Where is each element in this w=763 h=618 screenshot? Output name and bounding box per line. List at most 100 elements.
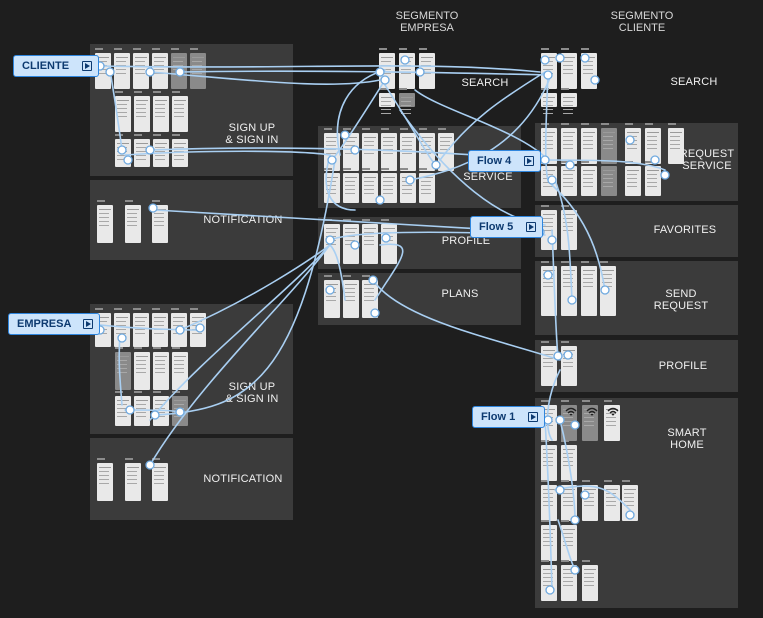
screen-frame[interactable] — [133, 53, 149, 89]
screen-frame[interactable] — [541, 53, 557, 89]
screen-frame[interactable] — [171, 53, 187, 89]
screen-frame[interactable] — [153, 139, 169, 167]
screen-frame[interactable] — [362, 133, 378, 171]
screen-frame[interactable] — [645, 128, 661, 164]
screen-frame[interactable] — [133, 313, 149, 347]
screen-frame[interactable] — [668, 128, 684, 164]
screen-frame[interactable] — [134, 352, 150, 390]
section-cliente-notification[interactable]: NOTIFICATION — [90, 180, 293, 260]
screen-frame[interactable] — [561, 266, 577, 316]
flow-start-cliente[interactable]: CLIENTE — [13, 55, 99, 77]
screen-frame[interactable] — [152, 313, 168, 347]
screen-frame[interactable] — [399, 93, 415, 115]
screen-frame[interactable] — [343, 224, 359, 264]
screen-frame[interactable] — [541, 445, 557, 481]
screen-frame[interactable] — [582, 485, 598, 521]
screen-frame[interactable] — [134, 96, 150, 132]
screen-frame[interactable] — [561, 93, 577, 115]
screen-frame[interactable] — [381, 173, 397, 203]
screen-frame[interactable] — [343, 173, 359, 203]
screen-frame[interactable] — [601, 166, 617, 196]
screen-frame[interactable] — [561, 565, 577, 601]
screen-frame[interactable] — [97, 205, 113, 243]
screen-frame[interactable] — [561, 128, 577, 164]
screen-frame[interactable] — [541, 346, 557, 386]
screen-frame[interactable] — [581, 166, 597, 196]
screen-frame[interactable] — [172, 139, 188, 167]
screen-frame[interactable] — [400, 173, 416, 203]
screen-frame[interactable] — [153, 96, 169, 132]
screen-frame[interactable] — [97, 463, 113, 501]
screen-frame[interactable] — [541, 266, 557, 316]
screen-frame[interactable] — [581, 128, 597, 164]
screen-frame[interactable] — [153, 396, 169, 426]
screen-frame[interactable] — [561, 346, 577, 386]
screen-frame[interactable] — [645, 166, 661, 196]
screen-frame[interactable] — [343, 133, 359, 171]
screen-frame[interactable] — [152, 53, 168, 89]
screen-frame[interactable] — [362, 224, 378, 264]
flow-start-empresa[interactable]: EMPRESA — [8, 313, 100, 335]
screen-frame[interactable] — [541, 210, 557, 250]
screen-frame[interactable] — [324, 133, 340, 171]
screen-frame[interactable] — [190, 313, 206, 347]
flow-start-flow4[interactable]: Flow 4 — [468, 150, 541, 172]
screen-frame[interactable] — [381, 133, 397, 171]
screen-frame[interactable] — [601, 128, 617, 164]
screen-frame[interactable] — [561, 53, 577, 89]
screen-frame[interactable] — [541, 485, 557, 521]
screen-frame[interactable] — [400, 133, 416, 171]
screen-frame[interactable] — [381, 224, 397, 264]
screen-frame[interactable] — [625, 128, 641, 164]
screen-frame[interactable] — [625, 166, 641, 196]
screen-frame[interactable] — [581, 266, 597, 316]
screen-frame[interactable] — [172, 396, 188, 426]
screen-frame[interactable] — [541, 93, 557, 115]
screen-frame[interactable] — [172, 352, 188, 390]
screen-frame[interactable] — [541, 166, 557, 196]
screen-frame[interactable] — [604, 405, 620, 441]
screen-frame[interactable] — [561, 445, 577, 481]
screen-frame[interactable] — [134, 396, 150, 426]
screen-frame[interactable] — [115, 139, 131, 167]
screen-frame[interactable] — [561, 485, 577, 521]
screen-frame[interactable] — [582, 565, 598, 601]
screen-frame[interactable] — [115, 352, 131, 390]
screen-frame[interactable] — [362, 173, 378, 203]
flow-start-flow5[interactable]: Flow 5 — [470, 216, 543, 238]
screen-frame[interactable] — [324, 173, 340, 203]
screen-frame[interactable] — [114, 313, 130, 347]
screen-frame[interactable] — [604, 485, 620, 521]
screen-frame[interactable] — [541, 565, 557, 601]
flow-start-flow1[interactable]: Flow 1 — [472, 406, 545, 428]
screen-frame[interactable] — [622, 485, 638, 521]
screen-frame[interactable] — [419, 173, 435, 203]
screen-frame[interactable] — [134, 139, 150, 167]
screen-frame[interactable] — [561, 210, 577, 250]
screen-frame[interactable] — [362, 280, 378, 318]
screen-frame[interactable] — [172, 96, 188, 132]
screen-frame[interactable] — [561, 525, 577, 561]
screen-frame[interactable] — [152, 205, 168, 243]
screen-frame[interactable] — [379, 93, 395, 115]
screen-frame[interactable] — [541, 525, 557, 561]
screen-frame[interactable] — [153, 352, 169, 390]
screen-frame[interactable] — [379, 53, 395, 89]
screen-frame[interactable] — [324, 280, 340, 318]
screen-frame[interactable] — [541, 128, 557, 164]
screen-frame[interactable] — [600, 266, 616, 316]
screen-frame[interactable] — [125, 205, 141, 243]
screen-frame[interactable] — [581, 53, 597, 89]
screen-frame[interactable] — [190, 53, 206, 89]
screen-frame[interactable] — [561, 166, 577, 196]
screen-frame[interactable] — [115, 96, 131, 132]
section-empresa-notification[interactable]: NOTIFICATION — [90, 438, 293, 520]
screen-frame[interactable] — [125, 463, 141, 501]
screen-frame[interactable] — [324, 224, 340, 264]
screen-frame[interactable] — [343, 280, 359, 318]
screen-frame[interactable] — [115, 396, 131, 426]
screen-frame[interactable] — [114, 53, 130, 89]
screen-frame[interactable] — [152, 463, 168, 501]
screen-frame[interactable] — [419, 133, 435, 171]
screen-frame[interactable] — [438, 133, 454, 171]
